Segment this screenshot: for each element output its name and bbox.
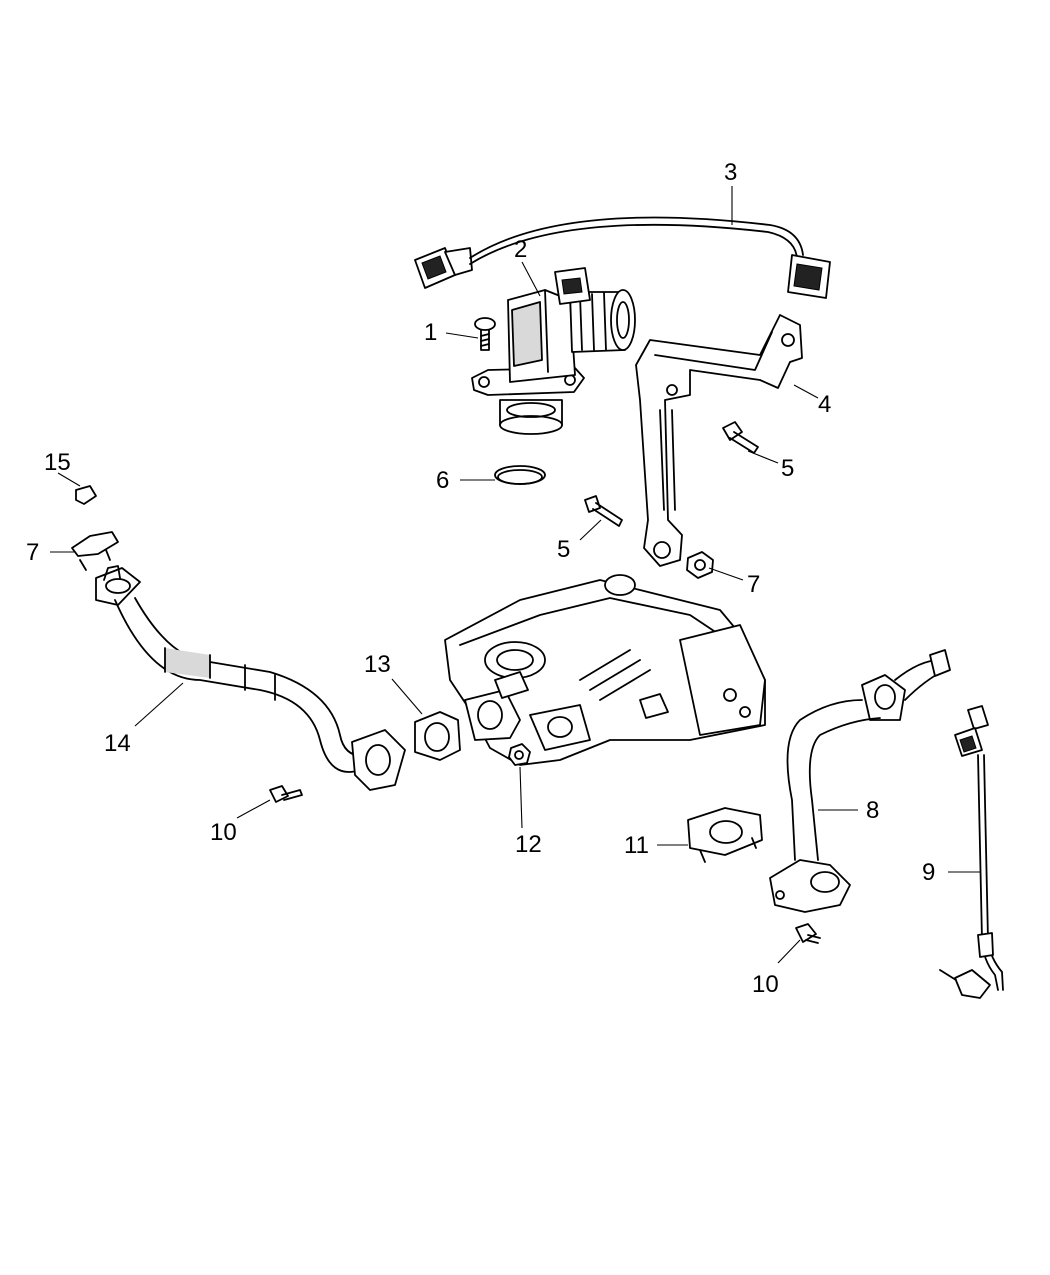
part-1-screw xyxy=(474,317,496,351)
callout-9: 9 xyxy=(922,859,935,886)
callout-8: 8 xyxy=(866,797,879,824)
callout-5-lower: 5 xyxy=(557,536,570,563)
egr-cooler-housing xyxy=(444,574,766,766)
leader-12 xyxy=(519,766,523,829)
leader-10a xyxy=(236,799,271,819)
part-10-bolt-left xyxy=(269,785,303,803)
leader-2 xyxy=(521,261,541,297)
leader-4 xyxy=(793,384,819,399)
callout-15: 15 xyxy=(44,449,71,476)
callout-2: 2 xyxy=(514,236,527,263)
callout-13: 13 xyxy=(364,651,391,678)
callout-10-right: 10 xyxy=(752,971,779,998)
part-15-nut xyxy=(75,485,97,505)
leader-7a xyxy=(708,567,744,581)
part-11-gasket xyxy=(687,807,763,863)
leader-14 xyxy=(134,682,184,727)
callout-4: 4 xyxy=(818,391,831,418)
part-13-gasket xyxy=(414,711,461,761)
leader-13 xyxy=(391,678,423,715)
part-2-egr-valve xyxy=(471,267,636,435)
leader-1 xyxy=(445,332,479,339)
callout-11: 11 xyxy=(624,832,649,859)
part-5-bolt-lower xyxy=(584,495,623,527)
part-9-sensor xyxy=(939,705,1004,999)
callout-3: 3 xyxy=(724,159,737,186)
part-14-egr-tube xyxy=(95,565,406,791)
leader-5a xyxy=(747,450,779,464)
callout-7-left: 7 xyxy=(26,539,39,566)
part-10-bolt-right xyxy=(795,923,821,944)
callout-6: 6 xyxy=(436,467,449,494)
callout-10-left: 10 xyxy=(210,819,237,846)
part-4-bracket xyxy=(635,314,803,567)
part-12-nut xyxy=(508,743,531,766)
callout-1: 1 xyxy=(424,319,437,346)
part-6-o-ring xyxy=(494,465,546,485)
leader-lines xyxy=(50,186,980,964)
callout-7-right: 7 xyxy=(747,571,760,598)
leader-10b xyxy=(777,939,801,964)
callouts: 1 2 3 4 5 5 6 7 7 8 9 10 10 11 12 13 14 … xyxy=(26,159,935,998)
leader-15 xyxy=(57,472,81,487)
part-8-egr-tube xyxy=(769,649,951,913)
callout-12: 12 xyxy=(515,831,542,858)
part-7-clip xyxy=(71,531,119,571)
part-5-bolt-upper xyxy=(722,421,759,454)
part-3-wiring-harness xyxy=(414,216,831,299)
callout-5-upper: 5 xyxy=(781,455,794,482)
callout-14: 14 xyxy=(104,730,131,757)
leader-5b xyxy=(579,519,602,541)
part-7-nut xyxy=(686,551,714,579)
